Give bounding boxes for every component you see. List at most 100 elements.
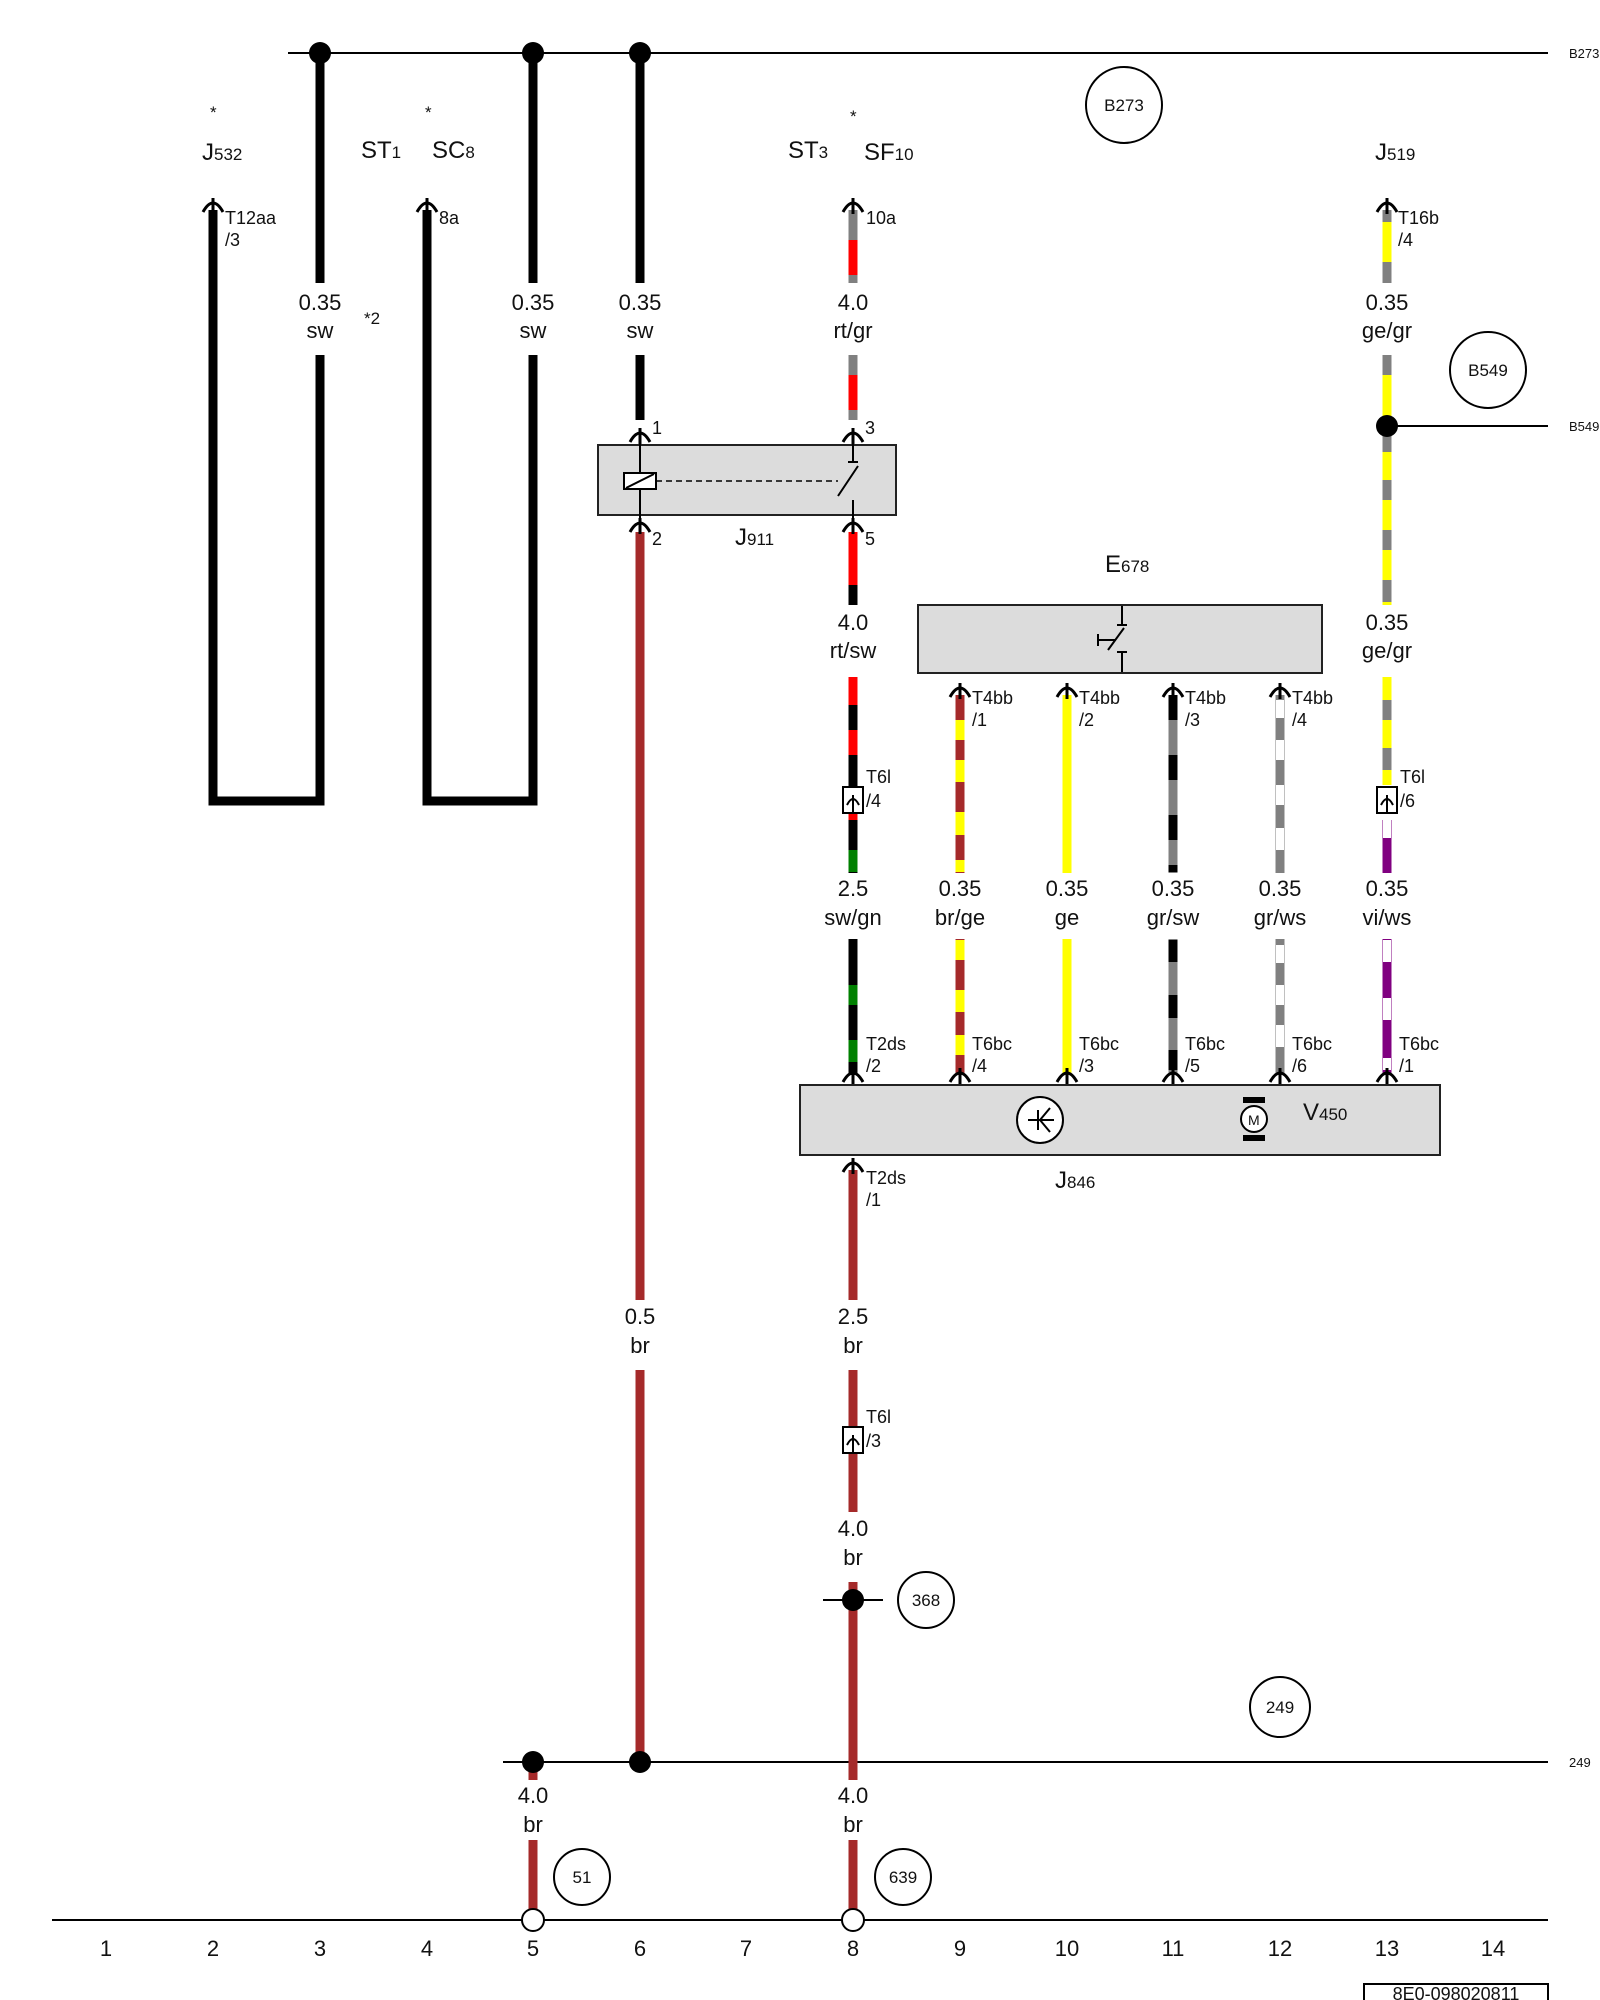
loop-wire-sc8 bbox=[422, 53, 538, 806]
ref-circle-249-text: 249 bbox=[1266, 1698, 1294, 1717]
wire-label-color: gr/sw bbox=[1147, 905, 1200, 930]
switch-e678-box bbox=[917, 604, 1323, 674]
wire-label-color: br bbox=[630, 1333, 650, 1358]
pin-t6bc-1: T6bc bbox=[1399, 1034, 1439, 1054]
pin-t4bb-2: T4bb bbox=[1079, 688, 1120, 708]
pin-10a: 10a bbox=[866, 208, 897, 228]
pin-t6l-c-num: /3 bbox=[866, 1431, 881, 1451]
wire-label-size: 0.35 bbox=[1046, 876, 1089, 901]
axis-number: 6 bbox=[634, 1936, 646, 1961]
pin-t6l-b: T6l bbox=[1400, 767, 1425, 787]
wire-label-size: 0.35 bbox=[1259, 876, 1302, 901]
axis-number: 7 bbox=[740, 1936, 752, 1961]
j846-label: J846 bbox=[1055, 1167, 1095, 1194]
axis-number: 13 bbox=[1375, 1936, 1399, 1961]
module-j846-box bbox=[799, 1084, 1441, 1156]
axis-number: 9 bbox=[954, 1936, 966, 1961]
ref-circle-b273: B273 bbox=[1085, 66, 1163, 144]
j519-label: J519 bbox=[1375, 139, 1415, 166]
axis-number: 5 bbox=[527, 1936, 539, 1961]
sc8-star: * bbox=[425, 103, 432, 122]
doc-code-box bbox=[1363, 1983, 1549, 2000]
wire-label-size: 0.35 bbox=[1366, 290, 1409, 315]
pin-connector-icons bbox=[201, 198, 1399, 1174]
ground-rail-label: 249 bbox=[1569, 1755, 1591, 1770]
pin-t4bb-1-num: /1 bbox=[972, 710, 987, 730]
axis-number: 14 bbox=[1481, 1936, 1505, 1961]
sf10-star: * bbox=[850, 107, 857, 126]
wire-label-color: br bbox=[523, 1812, 543, 1837]
pin-j911-2: 2 bbox=[652, 529, 662, 549]
wire-label-color: ge bbox=[1055, 905, 1079, 930]
wire-label-color: vi/ws bbox=[1363, 905, 1412, 930]
st1-label: ST1 bbox=[361, 137, 401, 164]
v450-label: V450 bbox=[1303, 1099, 1347, 1126]
wire-label-color: sw bbox=[520, 318, 547, 343]
wire-label-color: ge/gr bbox=[1362, 638, 1412, 663]
loop-wire-j532 bbox=[208, 53, 325, 806]
axis-number: 10 bbox=[1055, 1936, 1079, 1961]
wire-label-color: ge/gr bbox=[1362, 318, 1412, 343]
ref-circle-b273-text: B273 bbox=[1104, 96, 1144, 115]
pin-t16b: T16b bbox=[1398, 208, 1439, 228]
wire-label-color: rt/sw bbox=[830, 638, 877, 663]
sc8-label: SC8 bbox=[432, 137, 475, 164]
pin-t2ds-1-num: /1 bbox=[866, 1190, 881, 1210]
wire-label-color: sw/gn bbox=[824, 905, 881, 930]
pin-t2ds-2-num: /2 bbox=[866, 1056, 881, 1076]
wire-label-size: 0.35 bbox=[1366, 876, 1409, 901]
pin-t6bc-6-num: /6 bbox=[1292, 1056, 1307, 1076]
wire-label-size: 0.35 bbox=[939, 876, 982, 901]
pin-t6l-a: T6l bbox=[866, 767, 891, 787]
pin-j911-5: 5 bbox=[865, 529, 875, 549]
doc-code: 8E0-098020811 bbox=[1393, 1984, 1520, 2000]
ref-circle-639-text: 639 bbox=[889, 1868, 917, 1887]
pin-t12aa: T12aa bbox=[225, 208, 277, 228]
axis-number: 4 bbox=[421, 1936, 433, 1961]
pin-t6bc-5: T6bc bbox=[1185, 1034, 1225, 1054]
wire-label-size: 0.35 bbox=[299, 290, 342, 315]
j911-label: J911 bbox=[735, 524, 774, 551]
axis-numbers: 1 2 3 4 5 6 7 8 9 10 11 12 13 14 bbox=[100, 1936, 1505, 1961]
pin-8a: 8a bbox=[439, 208, 460, 228]
wire-label-size: 0.5 bbox=[625, 1304, 656, 1329]
wire-label-color: sw bbox=[307, 318, 334, 343]
pin-j911-3: 3 bbox=[865, 418, 875, 438]
wire-label-color: br bbox=[843, 1333, 863, 1358]
inline-connector-pins bbox=[846, 795, 1394, 1453]
relay-coil-icon bbox=[623, 430, 838, 530]
svg-text:M: M bbox=[1248, 1112, 1260, 1128]
top-rail-label: B273 bbox=[1569, 46, 1599, 61]
pin-t6l-a-num: /4 bbox=[866, 791, 881, 811]
pin-t6bc-6: T6bc bbox=[1292, 1034, 1332, 1054]
pin-t6bc-3-num: /3 bbox=[1079, 1056, 1094, 1076]
pin-t6bc-3: T6bc bbox=[1079, 1034, 1119, 1054]
note-2: *2 bbox=[364, 309, 380, 328]
wire-label-size: 4.0 bbox=[518, 1783, 549, 1808]
pin-t4bb-4: T4bb bbox=[1292, 688, 1333, 708]
ref-circle-368: 368 bbox=[897, 1571, 955, 1629]
ref-circle-639: 639 bbox=[874, 1848, 932, 1906]
pin-t2ds-2: T2ds bbox=[866, 1034, 906, 1054]
axis-number: 3 bbox=[314, 1936, 326, 1961]
st3-label: ST3 bbox=[788, 137, 828, 164]
pushbutton-switch-icon bbox=[1097, 606, 1127, 672]
axis-number: 12 bbox=[1268, 1936, 1292, 1961]
wire-label-size: 2.5 bbox=[838, 876, 869, 901]
ref-circle-51-text: 51 bbox=[573, 1868, 592, 1887]
ref-circle-b549: B549 bbox=[1449, 331, 1527, 409]
j532-star: * bbox=[210, 103, 217, 122]
pin-t6bc-4-num: /4 bbox=[972, 1056, 987, 1076]
wire-label-size: 0.35 bbox=[512, 290, 555, 315]
j532-label: J532 bbox=[202, 139, 242, 166]
wire-label-size: 0.35 bbox=[619, 290, 662, 315]
pin-t12aa-num: /3 bbox=[225, 230, 240, 250]
wire-label-size: 4.0 bbox=[838, 1516, 869, 1541]
pin-t6bc-1-num: /1 bbox=[1399, 1056, 1414, 1076]
wire-label-size: 4.0 bbox=[838, 290, 869, 315]
motor-icon: M bbox=[1240, 1097, 1268, 1141]
wire-labels: 0.35 sw 0.35 sw 0.35 sw 4.0 rt/gr 0.35 g… bbox=[299, 290, 1412, 1837]
axis-number: 8 bbox=[847, 1936, 859, 1961]
sf10-label: SF10 bbox=[864, 139, 914, 166]
pin-j911-1: 1 bbox=[652, 418, 662, 438]
